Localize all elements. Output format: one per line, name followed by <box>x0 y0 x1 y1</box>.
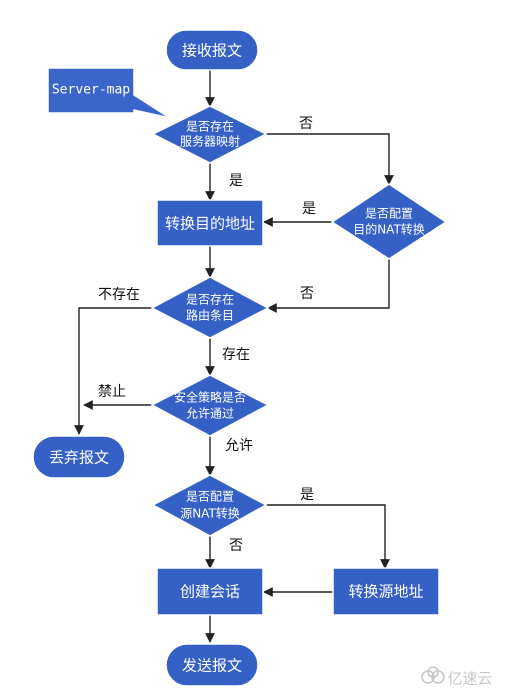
decision-has-route-line2: 路由条目 <box>186 308 234 323</box>
edge-dstnat-no-to-route <box>267 259 390 313</box>
watermark: 亿速云 <box>421 666 493 688</box>
label-route-exist: 存在 <box>222 347 250 363</box>
edge-labels: 否 是 是 否 不存在 存在 禁止 允许 是 否 <box>98 116 316 554</box>
edges <box>74 70 394 643</box>
decision-has-server-map-line2: 服务器映射 <box>180 134 240 149</box>
edge-route-not-exist-to-drop <box>74 307 152 435</box>
decision-src-nat: 是否配置 源NAT转换 <box>151 474 268 537</box>
callout-server-map: Server-map <box>47 67 171 119</box>
watermark-text: 亿速云 <box>447 670 492 688</box>
callout-server-map-label: Server-map <box>52 83 130 98</box>
decision-has-server-map-line1: 是否存在 <box>186 120 234 134</box>
label-dstnat-no: 否 <box>300 286 314 302</box>
decision-has-route-line1: 是否存在 <box>186 293 234 307</box>
label-srcnat-no: 否 <box>229 538 243 554</box>
label-servermap-no: 否 <box>299 116 313 132</box>
process-translate-dst-label: 转换目的地址 <box>165 215 255 233</box>
process-translate-src-label: 转换源地址 <box>348 583 423 601</box>
decision-security-policy-line2: 允许通过 <box>186 406 234 421</box>
process-translate-dst: 转换目的地址 <box>156 199 264 247</box>
decision-security-policy: 安全策略是否 允许通过 <box>150 374 270 437</box>
label-dstnat-yes: 是 <box>302 201 316 217</box>
node-receive-label: 接收报文 <box>182 42 242 60</box>
label-policy-allow: 允许 <box>225 438 253 454</box>
decision-src-nat-line2: 源NAT转换 <box>180 506 240 521</box>
decision-has-route: 是否存在 路由条目 <box>150 276 270 339</box>
process-translate-src: 转换源地址 <box>332 567 440 616</box>
decision-has-server-map: 是否存在 服务器映射 <box>151 105 268 164</box>
process-create-session: 创建会话 <box>156 567 264 616</box>
edge-srcnat-yes-to-translate-src <box>266 504 390 569</box>
nodes: 接收报文 Server-map 是否存在 服务器映射 转换目的地址 是否配置 目… <box>32 29 448 687</box>
decision-dst-nat-line2: 目的NAT转换 <box>353 222 425 237</box>
process-create-session-label: 创建会话 <box>180 583 240 601</box>
node-drop: 丢弃报文 <box>32 435 126 479</box>
decision-security-policy-line1: 安全策略是否 <box>174 390 246 405</box>
label-servermap-yes: 是 <box>229 173 243 189</box>
node-send: 发送报文 <box>165 643 259 687</box>
label-srcnat-yes: 是 <box>300 487 314 503</box>
decision-dst-nat-line1: 是否配置 <box>365 207 413 221</box>
node-send-label: 发送报文 <box>182 657 242 675</box>
decision-dst-nat: 是否配置 目的NAT转换 <box>330 183 448 260</box>
decision-src-nat-line1: 是否配置 <box>186 490 234 504</box>
node-receive: 接收报文 <box>165 29 259 71</box>
label-route-not-exist: 不存在 <box>98 287 140 303</box>
cloud-logo-icon <box>421 666 445 684</box>
label-policy-deny: 禁止 <box>98 384 126 400</box>
edge-servermap-no-to-dstnat <box>266 133 394 185</box>
node-drop-label: 丢弃报文 <box>49 449 109 467</box>
